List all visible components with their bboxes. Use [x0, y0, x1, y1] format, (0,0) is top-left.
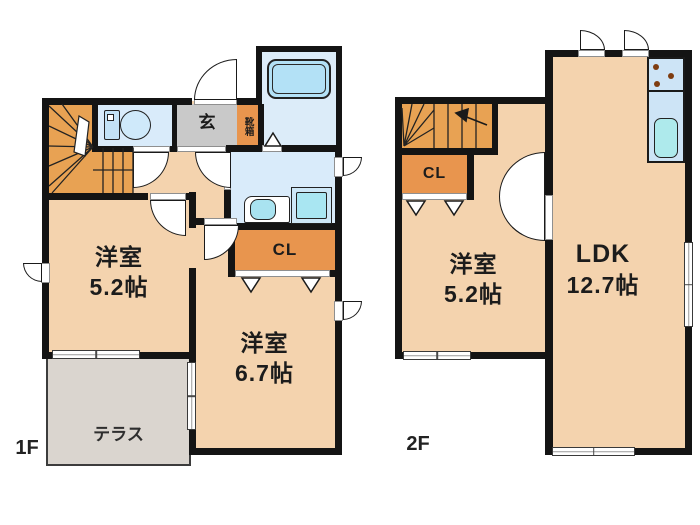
- wall: [395, 97, 402, 358]
- wall: [256, 46, 342, 52]
- entrance-door-arc: [194, 59, 237, 100]
- shoebox-area: [237, 104, 258, 148]
- entry-area: [177, 104, 237, 148]
- window-ldk-east: [684, 242, 693, 327]
- wall: [92, 146, 133, 152]
- wall: [226, 145, 342, 152]
- kitchen-sink: [654, 118, 678, 158]
- closet-1f: [235, 230, 335, 270]
- toilet-bowl: [120, 110, 151, 140]
- window-jamb: [622, 50, 649, 57]
- window-jamb: [334, 157, 343, 177]
- wall: [395, 193, 402, 200]
- wall: [140, 352, 196, 359]
- wall: [224, 223, 342, 230]
- wall: [395, 148, 498, 155]
- kitchen-counter: [647, 57, 685, 163]
- window-room52-south-2f: [403, 351, 471, 360]
- wall: [228, 225, 235, 277]
- wall: [170, 146, 177, 152]
- threshold: [177, 146, 226, 152]
- wall: [224, 190, 231, 230]
- wall: [395, 352, 553, 359]
- wall: [545, 240, 553, 455]
- awning-window-arc-north-1: [580, 30, 605, 50]
- wall: [237, 98, 262, 105]
- washbasin-bowl: [250, 199, 276, 220]
- wall: [545, 50, 553, 195]
- wall: [42, 98, 49, 263]
- closet-2f: [402, 155, 467, 193]
- wall: [228, 270, 235, 277]
- window-jamb: [334, 301, 343, 321]
- shoebox-label: 靴箱: [242, 116, 254, 136]
- closet-door-track-1f: [235, 270, 330, 277]
- wall: [189, 448, 342, 455]
- wall: [395, 97, 553, 104]
- wall: [258, 104, 264, 148]
- window-ldk-south: [552, 447, 635, 456]
- wall: [42, 193, 148, 200]
- wall: [336, 46, 342, 152]
- awning-window-arc-washroom: [343, 157, 362, 176]
- window-terrace-door: [187, 362, 196, 430]
- terrace-label: テラス: [93, 425, 144, 444]
- closet-door-track-2f: [402, 193, 467, 200]
- entry-label: 玄: [198, 113, 216, 132]
- kitchen-counter-divider: [649, 90, 683, 92]
- door-jamb: [204, 218, 237, 225]
- wall: [192, 218, 204, 225]
- terrace-area: [46, 356, 191, 466]
- window-room52-south: [52, 350, 140, 359]
- wall: [186, 193, 196, 200]
- wall: [92, 104, 98, 146]
- wall: [545, 50, 692, 57]
- bathtub-inner: [272, 64, 326, 94]
- wall: [467, 155, 474, 200]
- awning-window-arc-room67: [343, 301, 362, 320]
- staircase-1f-lower: [93, 148, 133, 193]
- wall: [42, 283, 49, 358]
- awning-window-arc-north-2: [624, 30, 649, 50]
- washing-machine: [296, 192, 327, 219]
- wall: [42, 98, 192, 105]
- floor1-label: 1F: [15, 437, 39, 459]
- wall: [189, 268, 196, 362]
- closet-label-1f: CL: [272, 240, 298, 259]
- floor2-label: 2F: [406, 433, 430, 455]
- wall: [256, 46, 262, 104]
- closet-label-2f: CL: [422, 165, 447, 182]
- wall: [492, 104, 498, 148]
- wall: [189, 192, 196, 228]
- toilet-tank-button: [107, 114, 114, 121]
- staircase-1f-upper: [49, 104, 93, 193]
- awning-window-arc-west: [23, 263, 42, 282]
- staircase-2f: [402, 104, 492, 148]
- door-jamb: [150, 193, 186, 200]
- bathtub: [267, 59, 331, 99]
- door-jamb: [545, 195, 553, 240]
- wall: [42, 352, 52, 359]
- wall: [172, 104, 177, 146]
- bath-door-jamb: [262, 145, 282, 152]
- window-jamb: [578, 50, 605, 57]
- wall: [189, 430, 196, 455]
- wall: [467, 193, 474, 200]
